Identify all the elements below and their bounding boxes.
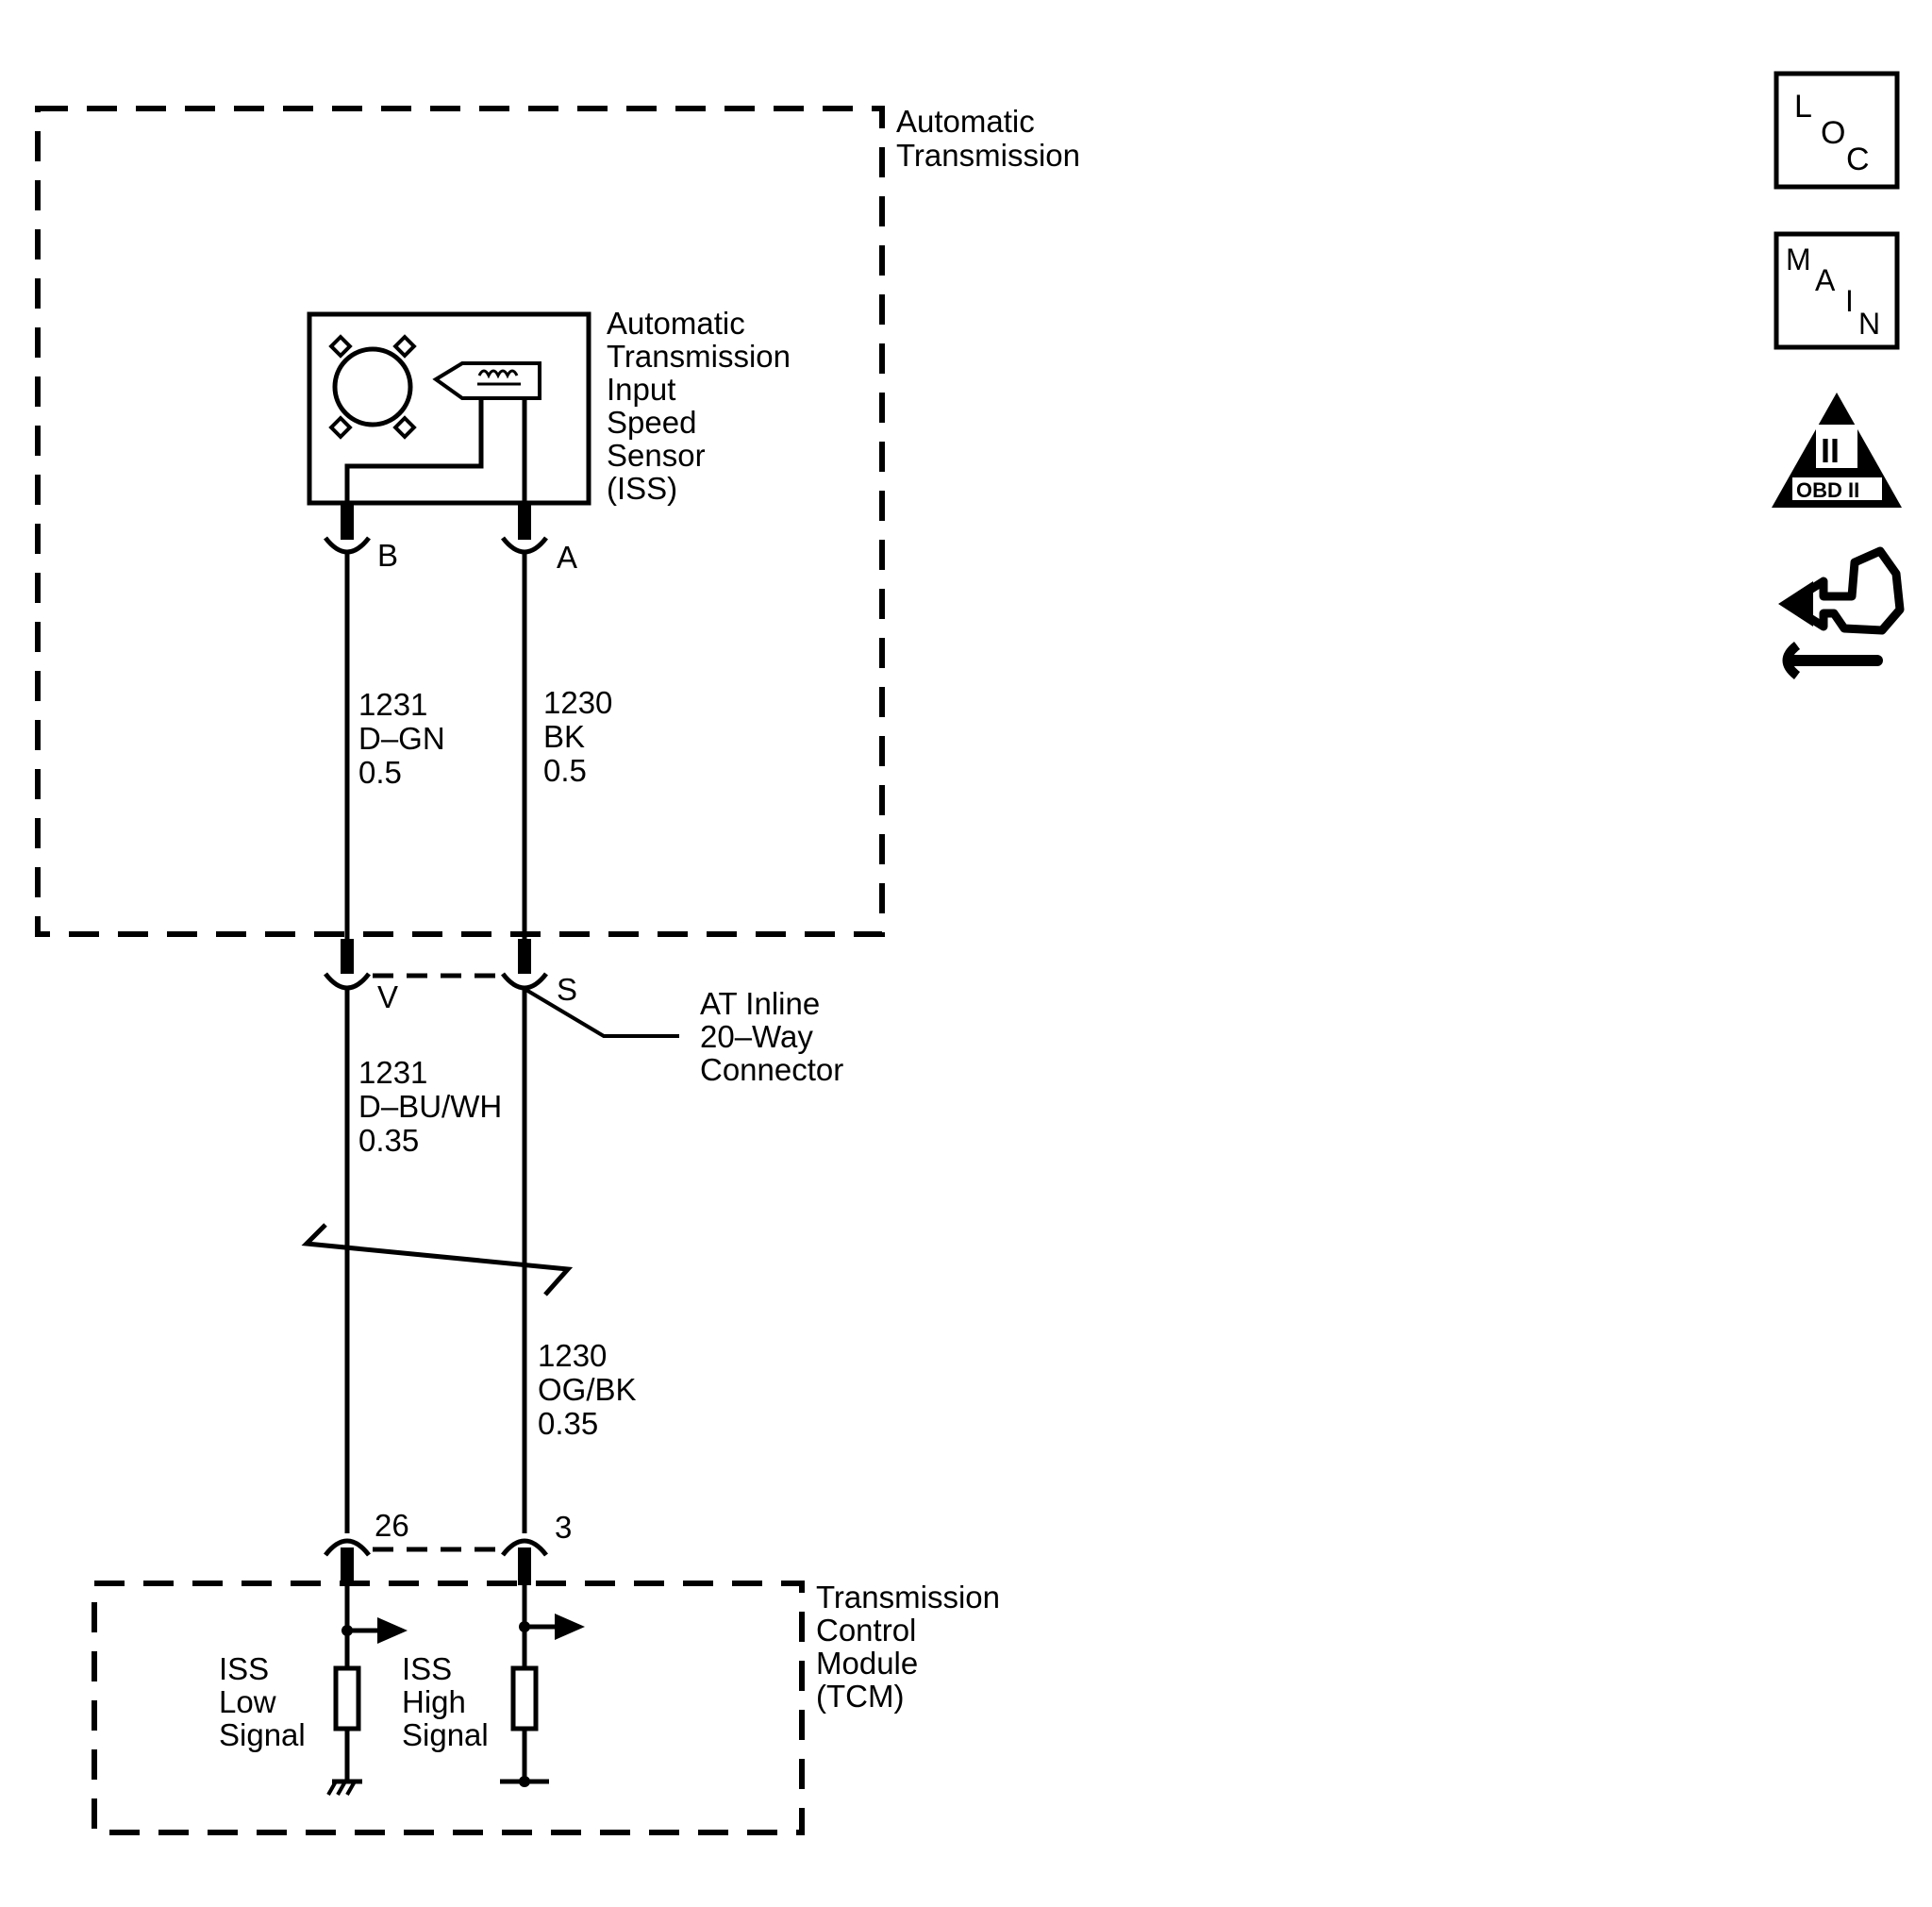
transmission-label-line2: Transmission: [896, 138, 1080, 173]
tcm-label-line3: Module: [816, 1646, 918, 1681]
pin-v-label: V: [377, 979, 398, 1014]
pin-a-label: A: [557, 540, 577, 575]
pin-b-label: B: [377, 538, 398, 573]
iss-label-line6: (ISS): [607, 471, 677, 506]
iss-high-circuit: ISS High Signal: [402, 1585, 585, 1787]
svg-text:N: N: [1858, 307, 1880, 341]
tcm-connector: 26 3: [324, 1508, 572, 1585]
main-icon[interactable]: M A I N: [1774, 231, 1900, 350]
iss-label-line4: Speed: [607, 405, 696, 440]
high-signal-line3: Signal: [402, 1717, 489, 1752]
wire-upper-right-circuit: 1230: [543, 685, 612, 720]
inline-connector: V S AT Inline 20–Way Connector: [324, 939, 843, 1087]
wire-lower-left-gauge: 0.35: [358, 1123, 419, 1158]
wire-upper-right-gauge: 0.5: [543, 753, 587, 788]
twisted-pair-symbol: [301, 1223, 574, 1296]
tcm-enclosure: Transmission Control Module (TCM): [92, 1580, 1000, 1835]
pin-s-label: S: [557, 972, 577, 1007]
low-resistor: [333, 1665, 361, 1731]
loc-icon[interactable]: L O C: [1774, 71, 1900, 190]
iss-label-line3: Input: [607, 372, 675, 407]
transmission-label-line1: Automatic: [896, 104, 1035, 139]
svg-text:C: C: [1846, 142, 1870, 177]
iss-sensor: Automatic Transmission Input Speed Senso…: [307, 306, 791, 506]
svg-text:O: O: [1821, 115, 1845, 151]
iss-label-line5: Sensor: [607, 438, 706, 473]
wire-upper-left-gauge: 0.5: [358, 755, 402, 790]
wire-lower-right-circuit: 1230: [538, 1338, 607, 1373]
wrench-hand-icon[interactable]: [1778, 546, 1905, 679]
signal-ground-icon: [500, 1776, 549, 1787]
wire-upper-left-circuit: 1231: [358, 687, 427, 722]
svg-text:A: A: [1815, 263, 1836, 297]
svg-text:OBD II: OBD II: [1796, 478, 1859, 502]
low-signal-line2: Low: [219, 1684, 276, 1719]
svg-text:II: II: [1821, 431, 1840, 470]
wire-lower-right-gauge: 0.35: [538, 1406, 598, 1441]
upper-wires: 1231 D–GN 0.5 1230 BK 0.5: [344, 553, 612, 939]
output-arrow-icon: [555, 1614, 585, 1640]
chassis-ground-icon: [326, 1779, 362, 1796]
wire-upper-left-color: D–GN: [358, 721, 445, 756]
iss-low-circuit: ISS Low Signal: [219, 1585, 408, 1796]
low-signal-line1: ISS: [219, 1651, 269, 1686]
inline-label-line3: Connector: [700, 1052, 843, 1087]
wire-lower-left-circuit: 1231: [358, 1055, 427, 1090]
wire-upper-right-color: BK: [543, 719, 585, 754]
high-signal-line1: ISS: [402, 1651, 452, 1686]
pin-26-label: 26: [375, 1508, 409, 1543]
wire-lower-left-color: D–BU/WH: [358, 1089, 502, 1124]
wire-lower-right-color: OG/BK: [538, 1372, 637, 1407]
iss-label-line1: Automatic: [607, 306, 745, 341]
pin-3-label: 3: [555, 1510, 572, 1545]
obd-ii-icon[interactable]: II OBD II: [1772, 393, 1902, 508]
low-signal-line3: Signal: [219, 1717, 306, 1752]
inline-label-line1: AT Inline: [700, 986, 820, 1021]
automatic-transmission-enclosure: Automatic Transmission: [35, 104, 1080, 937]
inline-label-line2: 20–Way: [700, 1019, 813, 1054]
high-signal-line2: High: [402, 1684, 466, 1719]
sensor-connector: B A: [324, 503, 577, 575]
svg-text:L: L: [1794, 89, 1812, 125]
high-resistor: [510, 1665, 539, 1731]
svg-text:I: I: [1845, 284, 1854, 318]
svg-text:M: M: [1786, 243, 1811, 276]
lower-wires: 1231 D–BU/WH 0.35 1230 OG/BK 0.35: [301, 989, 637, 1533]
tcm-label-line1: Transmission: [816, 1580, 1000, 1614]
tcm-label-line2: Control: [816, 1613, 916, 1648]
iss-label-line2: Transmission: [607, 339, 791, 374]
reluctor-wheel-icon: [328, 334, 417, 440]
output-arrow-icon: [377, 1617, 408, 1644]
pickup-coil-icon: [432, 361, 541, 400]
tcm-label-line4: (TCM): [816, 1679, 904, 1714]
